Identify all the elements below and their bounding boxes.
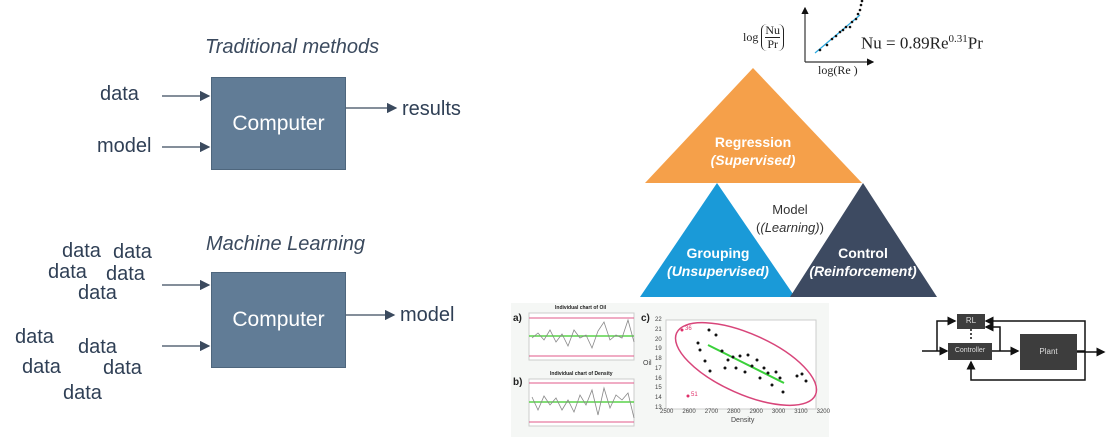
- output-results: results: [402, 98, 461, 120]
- control-label: Control (Reinforcement): [800, 244, 926, 280]
- y-tick: 19: [655, 346, 662, 353]
- ml-data: data: [22, 356, 61, 378]
- chart-b-title: Individual chart of Density: [550, 371, 613, 377]
- ml-data: data: [103, 357, 142, 379]
- ml-data: data: [48, 261, 87, 283]
- plant-block: [1020, 334, 1077, 370]
- input-model: model: [97, 135, 152, 157]
- scatter-yticks: 22 21 20 19 18 17 16 15 14 13: [655, 317, 662, 411]
- control-sub: (Reinforcement): [809, 263, 917, 279]
- scatter-xlabel: Density: [731, 417, 755, 424]
- chart-a-title: Individual chart of Oil: [555, 305, 607, 311]
- pr-label: Pr: [767, 37, 779, 51]
- model-title: Model: [772, 202, 808, 217]
- ml-data: data: [78, 282, 117, 304]
- x-tick: 2800: [727, 409, 741, 415]
- formula-xlabel: log(Re ): [818, 63, 858, 77]
- regression-title: Regression: [714, 134, 792, 150]
- regression-triangle: [645, 68, 862, 183]
- ml-data: data: [62, 240, 101, 262]
- controller-block: [948, 343, 992, 360]
- computer-box: Computer: [211, 272, 346, 368]
- y-tick: 13: [655, 404, 662, 411]
- y-tick: 20: [655, 336, 662, 343]
- arrows: [162, 90, 398, 352]
- chart-a-label: a): [513, 313, 522, 324]
- ml-data: data: [63, 382, 102, 404]
- ml-data: data: [106, 263, 145, 285]
- nusselt-equation: Nu = 0.89Re0.31Pr: [861, 33, 983, 54]
- regression-sub: (Supervised): [710, 152, 796, 168]
- model-label: Model((Learning)): [740, 201, 840, 237]
- x-tick: 3200: [816, 409, 830, 415]
- y-tick: 18: [655, 356, 662, 363]
- equation-suffix: Pr: [967, 33, 983, 53]
- rl-block: [957, 314, 985, 329]
- controller-label: Controller: [954, 347, 986, 354]
- chart-b-label: b): [513, 377, 523, 388]
- scatter-points: [696, 328, 808, 394]
- x-tick: 3100: [794, 409, 808, 415]
- equation-exponent: 0.31: [948, 33, 968, 45]
- y-tick: 21: [655, 326, 662, 333]
- y-tick: 17: [655, 365, 662, 372]
- x-tick: 2700: [704, 409, 719, 415]
- nu-label: Nu: [765, 23, 781, 38]
- control-title: Control: [838, 245, 888, 261]
- outlier-label: 36: [685, 326, 692, 332]
- ml-data: data: [113, 241, 152, 263]
- ml-data: data: [15, 326, 54, 348]
- grouping-triangle: [640, 183, 795, 297]
- grouping-sub: (Unsupervised): [667, 263, 769, 279]
- output-model: model: [400, 304, 455, 326]
- x-tick: 3000: [771, 409, 786, 415]
- x-tick: 2500: [660, 409, 674, 415]
- rl-label: RL: [965, 316, 977, 325]
- y-tick: 14: [655, 395, 662, 402]
- control-wires: [922, 316, 1106, 381]
- computer-box: Computer: [211, 77, 346, 170]
- equation-main: Nu = 0.89Re: [861, 33, 949, 53]
- chart-c-label: c): [641, 313, 650, 324]
- plant-label: Plant: [1039, 347, 1058, 356]
- y-tick: 16: [655, 375, 662, 382]
- input-data: data: [100, 83, 139, 105]
- y-tick: 15: [655, 385, 662, 392]
- regression-label: Regression (Supervised): [690, 133, 816, 169]
- formula-axes: [801, 6, 875, 66]
- control-triangle: [790, 183, 937, 297]
- grouping-title: Grouping: [686, 245, 750, 261]
- x-tick: 2600: [682, 409, 696, 415]
- y-tick: 22: [655, 317, 662, 323]
- x-tick: 2900: [749, 409, 763, 415]
- log-prefix: log: [743, 30, 759, 44]
- grouping-label: Grouping (Unsupervised): [655, 244, 781, 280]
- formula-points: [818, 0, 864, 52]
- traditional-title: Traditional methods: [205, 36, 380, 58]
- formula-ylabel: log Nu Pr: [743, 23, 785, 51]
- confidence-ellipse: [674, 321, 818, 407]
- ml-data: data: [78, 336, 117, 358]
- ml-title: Machine Learning: [206, 233, 365, 255]
- model-sub: (Learning): [760, 220, 820, 235]
- fit-line: [814, 14, 861, 54]
- scatter-xticks: 2500 2600 2700 2800 2900 3000 3100 3200: [660, 409, 830, 415]
- scatter-ylabel: Oil: [643, 360, 652, 367]
- outlier-label: 51: [691, 392, 698, 398]
